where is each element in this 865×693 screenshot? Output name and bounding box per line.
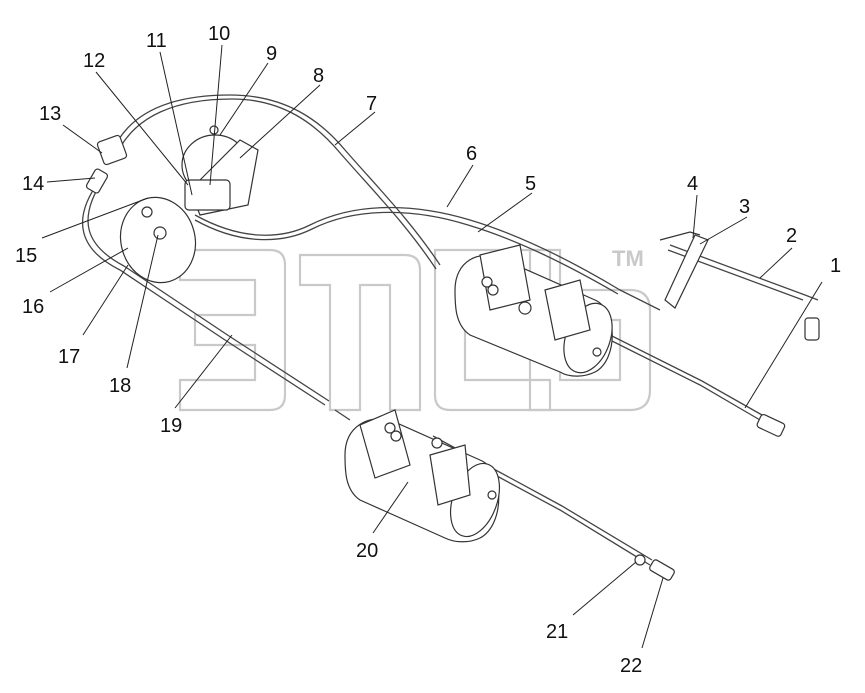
callout-15: 15	[15, 245, 37, 267]
valve-13	[85, 134, 128, 194]
callout-1: 1	[830, 255, 841, 277]
callout-9: 9	[266, 43, 277, 65]
callout-10: 10	[208, 23, 230, 45]
callout-18: 18	[109, 375, 131, 397]
valve-assembly-top	[181, 125, 259, 216]
pipe-5	[194, 206, 661, 311]
callout-22: 22	[620, 655, 642, 677]
air-tank-lower	[344, 409, 501, 543]
bracket-3	[664, 234, 709, 309]
callout-13: 13	[39, 103, 61, 125]
callout-6: 6	[466, 143, 477, 165]
callout-4: 4	[687, 173, 698, 195]
fitting-2-end	[804, 317, 820, 341]
callout-19: 19	[160, 415, 182, 437]
fitting-1-end	[756, 413, 786, 437]
callout-16: 16	[22, 296, 44, 318]
callout-7: 7	[366, 93, 377, 115]
callout-21: 21	[546, 621, 568, 643]
callout-2: 2	[786, 225, 797, 247]
trademark-mark: TM	[612, 246, 644, 271]
callout-12: 12	[83, 50, 105, 72]
callout-5: 5	[525, 173, 536, 195]
callout-11: 11	[146, 30, 167, 52]
receiver-small	[119, 196, 197, 284]
callout-8: 8	[313, 65, 324, 87]
callouts: 1 2 3 4 5 6 7 8 9 10 11 12 13 14 15 16 1…	[15, 23, 841, 677]
callout-14: 14	[22, 173, 44, 195]
callout-20: 20	[356, 540, 378, 562]
callout-17: 17	[58, 346, 80, 368]
callout-3: 3	[739, 196, 750, 218]
pipe-2	[669, 244, 819, 301]
leader-lines	[41, 44, 823, 649]
fitting-21-22	[634, 554, 675, 581]
pipe-19	[334, 409, 351, 421]
air-tank-upper	[454, 244, 613, 377]
